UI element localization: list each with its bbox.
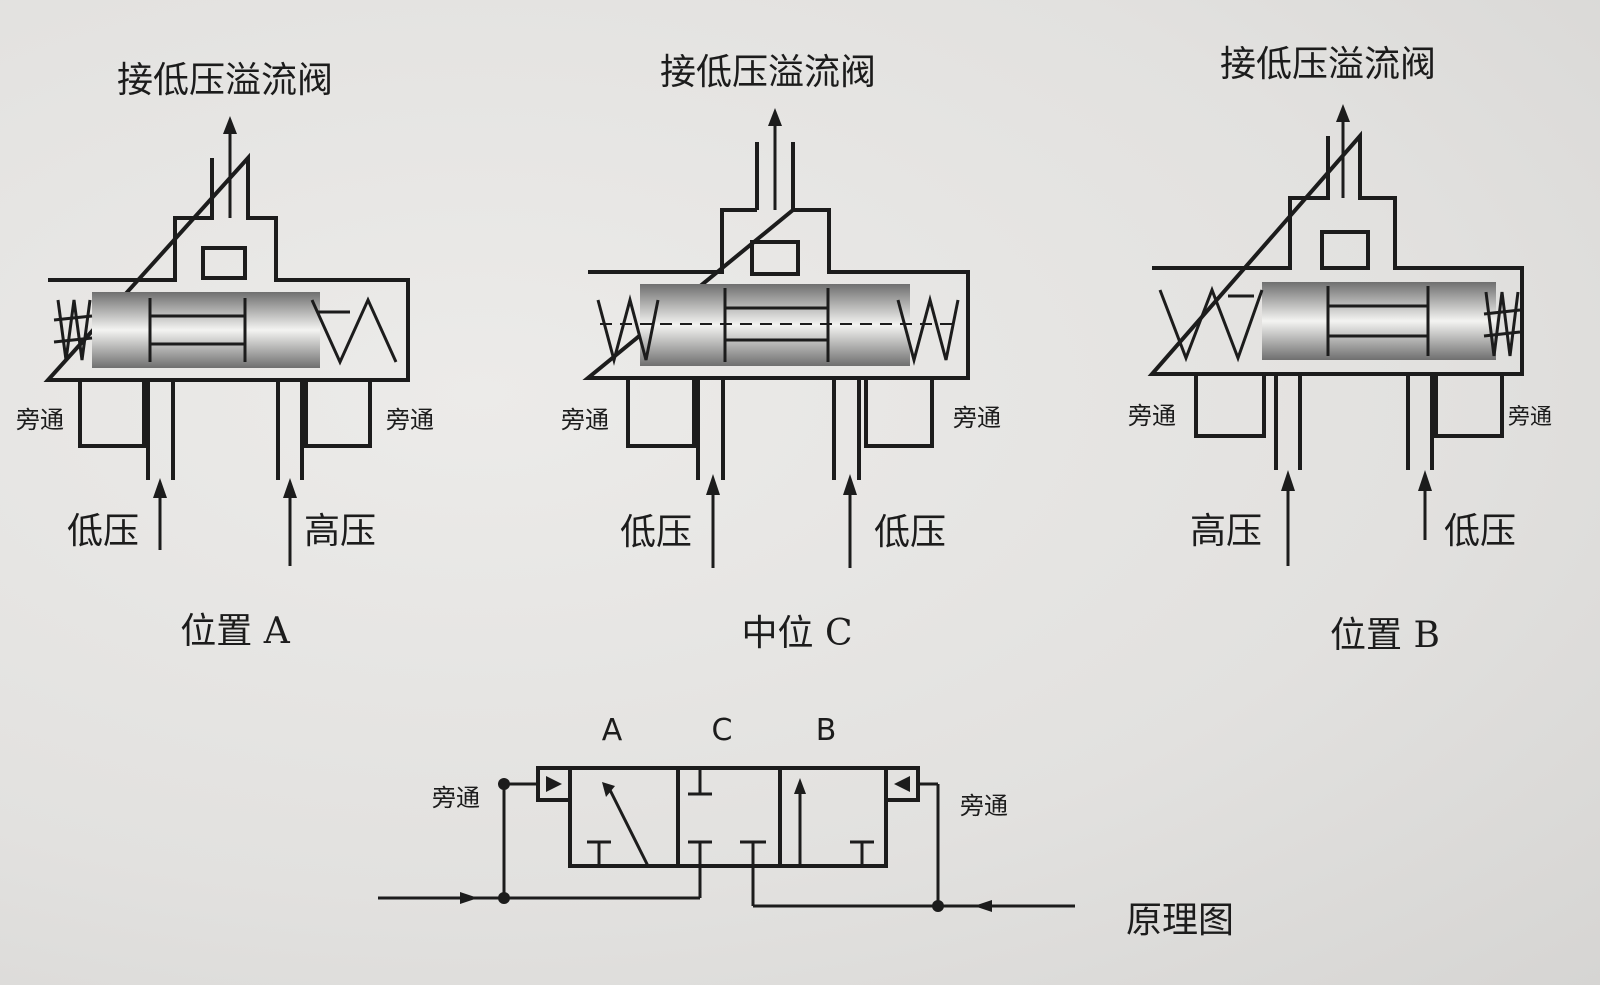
relief-outlet-arrow-c (768, 108, 782, 210)
panel-center-c: 接低压溢流阀 (561, 52, 1001, 654)
panel-position-b: 接低压溢流阀 (1128, 44, 1552, 656)
schematic-pos-b-label: B (816, 713, 837, 748)
spool-lands-a (148, 298, 247, 362)
relief-valve-label-b: 接低压溢流阀 (1220, 44, 1436, 85)
bypass-loops-a (78, 380, 372, 448)
spool-a (92, 292, 320, 368)
box-a-internals (587, 782, 650, 867)
bypass-label-right-b: 旁通 (1508, 405, 1552, 430)
supply-line-right (751, 866, 1075, 912)
spool-block-c (750, 240, 800, 276)
bypass-label-right-c: 旁通 (953, 404, 1001, 432)
inlet-label-left-a: 低压 (67, 511, 139, 552)
bypass-label-left-c: 旁通 (561, 406, 609, 434)
inlet-ports-a (146, 380, 304, 480)
spool-block-a (201, 246, 247, 280)
schematic-title: 原理图 (1126, 900, 1234, 941)
bypass-label-right-a: 旁通 (386, 406, 434, 434)
inlet-label-right-a: 高压 (304, 511, 376, 552)
inlet-arrow-left-c (706, 474, 720, 568)
schematic-box-b (778, 766, 888, 868)
spool-lands-c (600, 288, 958, 362)
schematic-pos-a-label: A (602, 713, 623, 748)
spring-right-compressed-b (1483, 291, 1521, 357)
spring-right-a (310, 296, 398, 366)
bypass-loops-b (1194, 374, 1504, 438)
spool-lands-b (1326, 286, 1430, 356)
bypass-loops-c (626, 378, 934, 448)
spool-b (1262, 282, 1496, 360)
inlet-label-right-c: 低压 (874, 512, 946, 553)
supply-line-left (378, 866, 702, 904)
inlet-label-right-b: 低压 (1444, 511, 1516, 552)
box-c-internals (688, 768, 766, 866)
schematic-bypass-left: 旁通 (432, 784, 480, 812)
box-b-internals (794, 778, 874, 866)
pilot-line-left (498, 778, 538, 904)
valve-housing-b (1147, 130, 1524, 376)
spring-left-compressed-a (53, 299, 93, 361)
caption-center-c: 中位 C (742, 613, 853, 654)
pilot-right-actuator (884, 766, 920, 802)
valve-housing-c (582, 208, 970, 380)
relief-valve-label-a: 接低压溢流阀 (117, 60, 333, 101)
inlet-arrow-left-a (153, 478, 167, 550)
inlet-arrow-right-b (1418, 470, 1432, 540)
relief-valve-label-c: 接低压溢流阀 (660, 52, 876, 93)
spool-block-b (1320, 230, 1370, 270)
spring-left-c (596, 294, 660, 366)
spring-right-c (896, 294, 960, 366)
schematic-bypass-right: 旁通 (960, 792, 1008, 820)
schematic-pos-c-label: C (712, 713, 733, 748)
valve-housing-a (43, 152, 410, 382)
pilot-line-right (918, 782, 944, 912)
bypass-label-left-a: 旁通 (16, 406, 64, 434)
relief-outlet-arrow-a (223, 116, 237, 218)
panel-position-a: 接低压溢流阀 (16, 60, 434, 652)
inlet-arrow-left-b (1281, 470, 1295, 566)
inlet-label-left-b: 高压 (1190, 511, 1262, 552)
caption-position-a: 位置 A (180, 611, 290, 652)
inlet-arrow-right-a (283, 478, 297, 566)
pilot-left-actuator (536, 766, 572, 802)
inlet-ports-c (696, 378, 861, 480)
schematic-symbol: A C B (378, 713, 1234, 941)
caption-position-b: 位置 B (1330, 615, 1440, 656)
bypass-label-left-b: 旁通 (1128, 402, 1176, 430)
spring-left-b (1158, 285, 1264, 363)
inlet-arrow-right-c (843, 474, 857, 568)
inlet-ports-b (1274, 374, 1434, 470)
schematic-box-c (676, 766, 782, 868)
inlet-label-left-c: 低压 (620, 512, 692, 553)
